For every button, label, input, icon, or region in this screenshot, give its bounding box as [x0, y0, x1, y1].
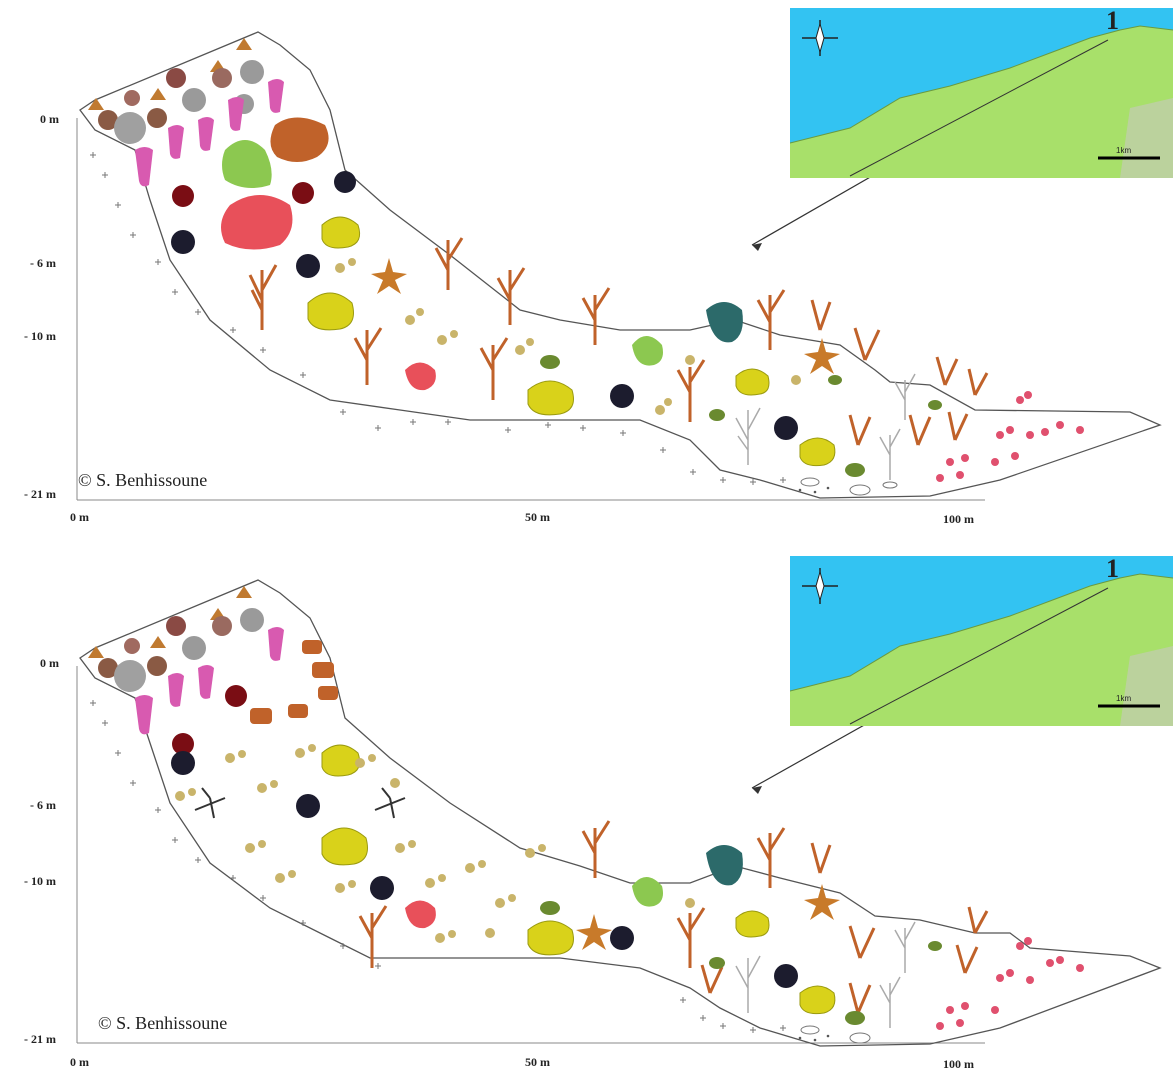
compass-icon	[802, 568, 838, 604]
depth-label-10: - 10 m	[24, 874, 56, 888]
depth-label-0: 0 m	[40, 656, 59, 670]
gorgonian-icon	[248, 237, 989, 446]
starfish-icon	[371, 258, 840, 374]
depth-label-21: - 21 m	[24, 487, 56, 501]
substrate-profile	[79, 579, 1162, 1047]
red-coral-icon	[405, 362, 436, 391]
teal-alga-icon	[706, 302, 743, 343]
red-sponge-icon	[292, 182, 314, 204]
location-map-inset: 1 1km	[790, 8, 1173, 178]
red-coral-icon	[221, 195, 293, 250]
scale-bar-label: 1km	[1116, 694, 1132, 703]
distance-label-0: 0 m	[70, 510, 89, 524]
red-coral-icon	[405, 900, 436, 929]
distance-label-100: 100 m	[943, 1057, 974, 1071]
bryozoan-icon	[335, 258, 801, 415]
brittle-star-icon	[194, 787, 406, 819]
starfish-icon	[576, 884, 840, 950]
distance-label-50: 50 m	[525, 510, 550, 524]
orange-coral-icon	[270, 117, 329, 162]
green-alga-icon	[222, 140, 272, 189]
bryozoan-icon	[175, 744, 695, 943]
depth-label-21: - 21 m	[24, 1032, 56, 1046]
depth-label-0: 0 m	[40, 112, 59, 126]
pink-bryozoan-icon	[936, 391, 1084, 482]
pink-bryozoan-icon	[936, 937, 1084, 1030]
rock-substrate-marks	[90, 152, 786, 485]
orange-coral-icon	[250, 640, 338, 724]
credit-text: © S. Benhissoune	[98, 1013, 228, 1033]
sediment-dots	[798, 477, 898, 496]
yellow-sponge-icon	[321, 744, 836, 1015]
site-number-label: 1	[1106, 556, 1119, 583]
sea-urchin-icon	[171, 171, 798, 440]
green-sponge-icon	[540, 901, 942, 1025]
pink-alga-icon	[135, 627, 284, 735]
green-sponge-icon	[540, 355, 942, 477]
teal-alga-icon	[706, 845, 743, 886]
green-alga-icon	[632, 336, 663, 366]
compass-icon	[802, 20, 838, 56]
scale-bar-label: 1km	[1116, 146, 1132, 155]
transect-panel-top: 0 m - 6 m - 10 m - 21 m 0 m 50 m 100 m ©…	[0, 0, 1173, 530]
rock-substrate-marks	[90, 700, 786, 1033]
location-map-inset: 1 1km	[790, 556, 1173, 726]
sea-urchin-icon	[171, 751, 798, 988]
depth-label-10: - 10 m	[24, 329, 56, 343]
white-gorgonian-icon	[735, 373, 916, 480]
depth-label-6: - 6 m	[30, 798, 56, 812]
distance-label-100: 100 m	[943, 512, 974, 526]
red-sponge-icon	[172, 685, 247, 755]
white-gorgonian-icon	[735, 921, 916, 1028]
transect-panel-bottom: 0 m - 6 m - 10 m - 21 m 0 m 50 m 100 m ©…	[0, 548, 1173, 1078]
pink-alga-icon	[135, 79, 284, 187]
gorgonian-icon	[358, 820, 989, 1014]
credit-text: © S. Benhissoune	[78, 470, 208, 490]
distance-label-0: 0 m	[70, 1055, 89, 1069]
substrate-profile	[79, 31, 1162, 499]
sediment-dots	[798, 1025, 871, 1044]
transect-diagram	[76, 31, 1162, 501]
distance-label-50: 50 m	[525, 1055, 550, 1069]
mollusc-icon	[88, 38, 264, 144]
yellow-sponge-icon	[307, 216, 836, 467]
site-number-label: 1	[1106, 8, 1119, 35]
transect-diagram	[76, 579, 1162, 1047]
depth-label-6: - 6 m	[30, 256, 56, 270]
mollusc-icon	[88, 586, 264, 692]
green-alga-icon	[632, 877, 663, 907]
red-sponge-icon	[172, 185, 194, 207]
